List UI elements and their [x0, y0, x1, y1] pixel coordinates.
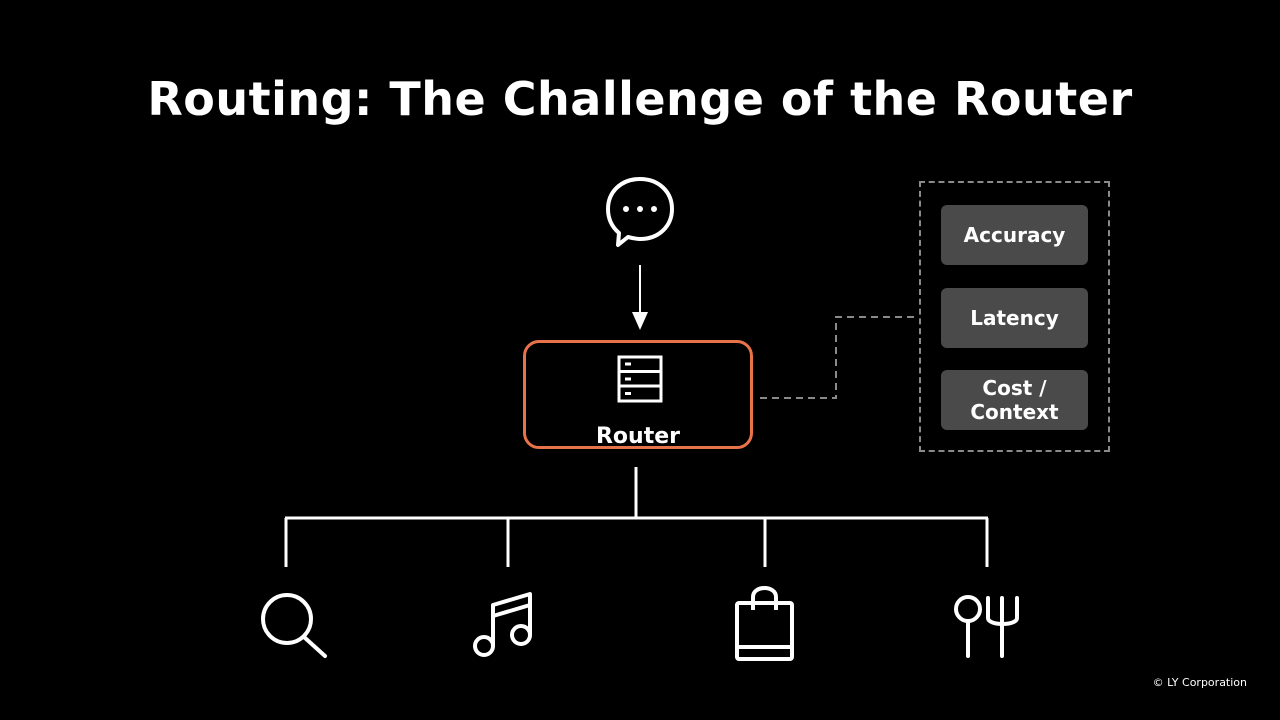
destination-tree-lines	[284, 467, 989, 567]
server-icon	[617, 355, 663, 403]
copyright-notice: © LY Corporation	[1152, 676, 1247, 689]
router-node: Router	[523, 340, 753, 449]
router-label: Router	[595, 424, 680, 449]
shopping-bag-icon	[735, 586, 794, 661]
criterion-latency: Latency	[941, 288, 1088, 348]
search-icon	[261, 593, 327, 658]
criterion-accuracy: Accuracy	[941, 205, 1088, 265]
criteria-connector	[760, 316, 919, 399]
restaurant-icon	[954, 595, 1019, 658]
chat-bubble-icon	[606, 177, 674, 247]
criterion-cost-context: Cost / Context	[941, 370, 1088, 430]
page-title: Routing: The Challenge of the Router	[147, 72, 1133, 126]
music-note-icon	[473, 592, 532, 657]
criteria-panel: Accuracy Latency Cost / Context	[919, 181, 1110, 452]
